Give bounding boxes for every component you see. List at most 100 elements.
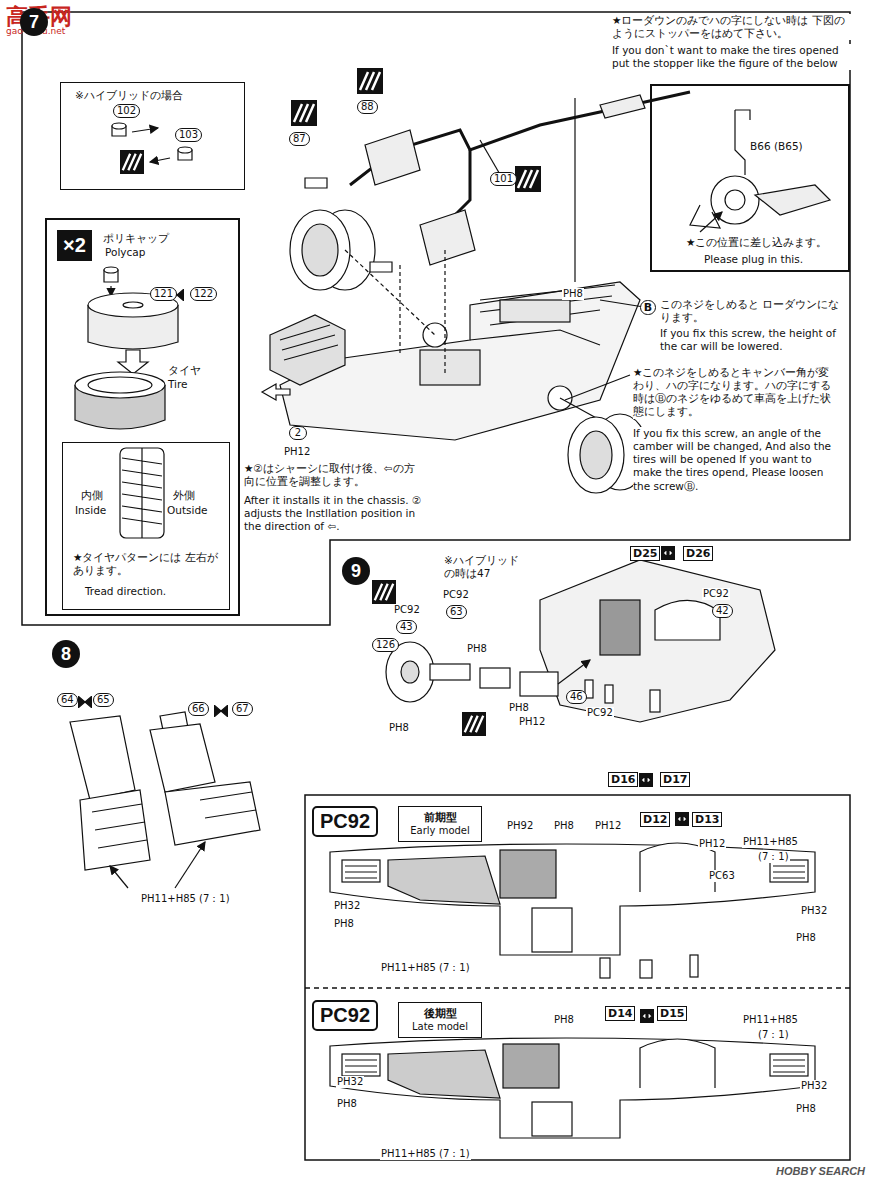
callout-number: 46 <box>566 690 587 704</box>
callout-number: 42 <box>712 604 733 618</box>
dashboard <box>655 600 720 640</box>
label-text: Tire <box>168 378 188 391</box>
chassis <box>262 384 290 400</box>
chassis <box>420 350 480 385</box>
label-text: Polycap <box>105 246 145 259</box>
dashboard-front-views <box>345 866 377 878</box>
label-text: Early model <box>410 825 470 837</box>
callout-number: 65 <box>93 693 114 707</box>
callout-number: 67 <box>232 702 253 716</box>
callout-number: 121 <box>150 287 177 301</box>
dashboard-front-views <box>690 955 698 977</box>
paint-code: PH12 <box>283 446 311 458</box>
seats <box>200 792 256 818</box>
paint-code: PH8 <box>466 643 488 655</box>
dashboard-front-views <box>503 1044 559 1088</box>
paint-code: PH32 <box>800 905 828 917</box>
callout-number: 101 <box>490 172 517 186</box>
chassis <box>291 100 317 126</box>
dashboard <box>372 580 396 604</box>
wheel-and-tire <box>122 448 162 538</box>
instruction-note: ★ローダウンのみでハの字にしない時は 下図のようにストッパーをはめて下さい。 <box>612 14 852 40</box>
paint-code: PH8 <box>795 932 817 944</box>
frames <box>305 987 850 989</box>
wheel-and-tire <box>104 267 118 273</box>
paint-code: PH12 <box>698 838 726 850</box>
dashboard-front-views <box>773 866 805 878</box>
paint-code: PH8 <box>795 1103 817 1115</box>
dashboard-front-views <box>330 844 815 955</box>
wheel-and-tire <box>123 302 143 308</box>
paint-code: PH32 <box>800 1080 828 1092</box>
step-number: 7 <box>20 8 48 36</box>
part-code: D13 <box>692 812 722 827</box>
paint-code: PC92 <box>442 589 470 601</box>
dashboard-front-views <box>640 960 652 978</box>
watermark: HOBBY SEARCH <box>776 1165 865 1177</box>
wheel-and-tire <box>88 377 152 393</box>
instruction-note: このネジをしめると ローダウンになります。 <box>660 298 845 324</box>
paint-code: PH92 <box>506 820 534 832</box>
stopper-detail <box>711 176 759 224</box>
inset-box: B66 (B65)★この位置に差し込みます。Please plug in thi… <box>650 84 850 272</box>
part-code: D12 <box>640 812 670 827</box>
chassis <box>500 300 570 322</box>
label-text: 外側 <box>173 489 195 502</box>
callout-number: 43 <box>396 620 417 634</box>
part-code: D26 <box>683 546 713 561</box>
chassis <box>357 68 383 94</box>
dashboard-front-views <box>532 908 572 952</box>
dashboard <box>540 560 775 722</box>
stopper-detail <box>690 205 720 228</box>
instruction-note: ★このネジをしめるとキャンバー角が変わり、ハの字になります。ハの字にする時はⒷの… <box>633 366 833 419</box>
dashboard-front-views <box>330 812 815 1138</box>
callout-number: 126 <box>372 638 399 652</box>
callout-number: 122 <box>190 287 217 301</box>
wheel-and-tire <box>120 448 164 538</box>
chassis <box>565 375 630 400</box>
chassis <box>365 130 420 185</box>
callout-number: 103 <box>175 128 202 142</box>
label-text: B66 (B65) <box>750 140 803 153</box>
dashboard-front-views <box>770 1054 808 1076</box>
paint-code: PH8 <box>333 918 355 930</box>
callout-number: 64 <box>57 693 78 707</box>
stopper-detail <box>725 190 745 210</box>
part-code: D14 <box>605 1006 635 1021</box>
paint-badge: PC92 <box>312 1000 378 1031</box>
seats <box>70 696 260 888</box>
chassis <box>280 325 338 360</box>
dashboard-front-views <box>342 860 380 882</box>
part-code: D17 <box>660 772 690 787</box>
dashboard-front-views <box>388 1050 500 1098</box>
dashboard-front-views <box>342 1054 380 1076</box>
step-number: 8 <box>52 640 80 668</box>
instruction-note: If you fix this screw, the height of the… <box>660 327 845 353</box>
wheel-and-tire <box>118 350 148 374</box>
dashboard <box>650 690 660 712</box>
label-text: Inside <box>75 504 106 517</box>
paint-code: (7：1) <box>757 851 790 863</box>
instruction-note: ★②はシャーシに取付け後、⇦の方向に位置を調整します。 <box>244 462 419 488</box>
hybrid-parts <box>132 128 158 132</box>
seats <box>80 790 150 870</box>
frames <box>22 12 850 625</box>
seats <box>110 866 128 888</box>
label-text: Outside <box>167 504 208 517</box>
dashboard-front-views <box>345 1060 377 1072</box>
part-code: D15 <box>657 1006 687 1021</box>
dashboard-front-views <box>388 856 500 904</box>
chassis <box>444 250 445 375</box>
dashboard <box>520 672 558 696</box>
seats <box>78 696 92 708</box>
chassis <box>399 265 400 355</box>
stopper-detail <box>700 212 722 232</box>
chassis <box>515 166 541 192</box>
paint-code: PH11+H85 (7：1) <box>380 1148 471 1160</box>
stopper-detail <box>755 185 830 215</box>
hybrid-parts <box>120 150 144 174</box>
paint-code: PH11+H85 <box>742 1014 799 1026</box>
quantity-badge: ×2 <box>57 230 92 261</box>
instruction-note: If you don`t want to make the tires open… <box>612 44 852 70</box>
